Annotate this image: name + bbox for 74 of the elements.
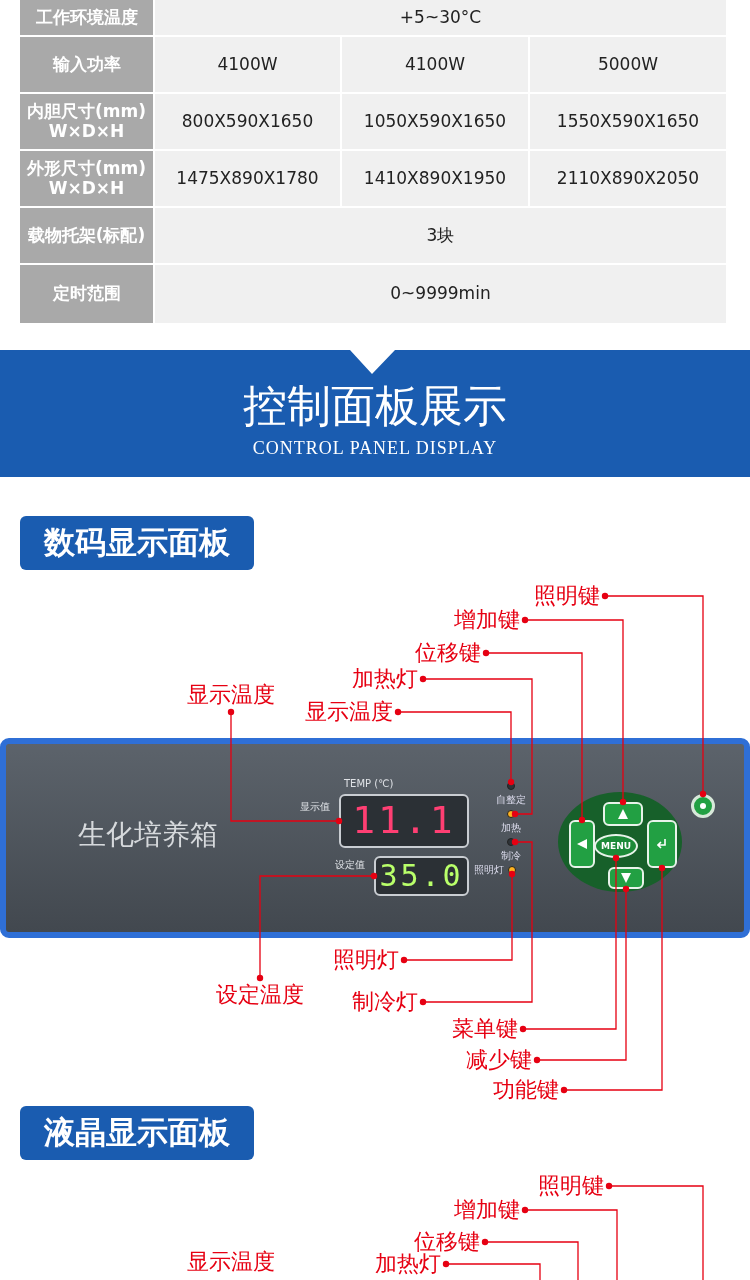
spec-value: 1475X890X1780 <box>155 151 340 206</box>
leader-line <box>605 1182 704 1280</box>
display-caption: 显示值 <box>300 800 330 814</box>
panel-name: 生化培养箱 <box>78 817 218 853</box>
leader-line <box>521 616 627 806</box>
leader-line <box>419 675 533 818</box>
callout-label: 功能键 <box>493 1078 559 1102</box>
digital-display: 35.0 <box>374 856 469 896</box>
section-heading: 数码显示面板 <box>20 516 254 570</box>
callout-label: 增加键 <box>454 1198 520 1222</box>
callout-label: 设定温度 <box>216 983 304 1007</box>
leader-line <box>227 708 343 825</box>
callout-label: 增加键 <box>454 608 520 632</box>
digital-display: 11.1 <box>339 794 469 848</box>
leader-line <box>519 854 620 1033</box>
down-key <box>608 867 644 889</box>
callout-label: 加热灯 <box>352 667 418 691</box>
callout-label: 制冷灯 <box>352 990 418 1014</box>
callout-label: 显示温度 <box>187 1250 275 1274</box>
right-key <box>647 820 677 868</box>
spec-value: 1410X890X1950 <box>342 151 528 206</box>
spec-label: 定时范围 <box>20 265 153 323</box>
leader-line <box>482 649 586 824</box>
light-button <box>691 794 715 818</box>
spec-label: 载物托架(标配) <box>20 208 153 263</box>
control-panel <box>0 738 750 938</box>
indicator-caption: 加热 <box>500 822 522 834</box>
spec-value: 4100W <box>342 37 528 92</box>
spec-value: 1050X590X1650 <box>342 94 528 149</box>
spec-label: 内胆尺寸(mm) W×D×H <box>20 94 153 149</box>
leader-line <box>256 872 378 982</box>
leader-line <box>442 1260 541 1280</box>
leader-line <box>419 838 533 1006</box>
spec-value: 1550X590X1650 <box>530 94 726 149</box>
left-key <box>569 820 595 868</box>
indicator-light <box>508 866 516 874</box>
callout-label: 加热灯 <box>375 1252 441 1276</box>
callout-label: 照明键 <box>538 1174 604 1198</box>
callout-label: 显示温度 <box>305 700 393 724</box>
banner-subtitle: CONTROL PANEL DISPLAY <box>251 436 499 460</box>
leader-line <box>481 1238 579 1280</box>
indicator-light <box>507 782 515 790</box>
leader-line <box>394 708 515 786</box>
leader-line <box>533 885 630 1064</box>
leader-line <box>521 1206 618 1280</box>
indicator-caption: 制冷 <box>500 850 522 862</box>
spec-value: +5~30°C <box>155 0 726 35</box>
spec-value: 0~9999min <box>155 265 726 323</box>
spec-value: 3块 <box>155 208 726 263</box>
display-caption: TEMP (℃) <box>344 778 394 789</box>
callout-label: 位移键 <box>415 641 481 665</box>
callout-label: 显示温度 <box>187 683 275 707</box>
spec-value: 2110X890X2050 <box>530 151 726 206</box>
callout-label: 菜单键 <box>452 1017 518 1041</box>
up-key <box>603 802 643 826</box>
callout-label: 减少键 <box>466 1048 532 1072</box>
callout-label: 照明键 <box>534 584 600 608</box>
banner-title: 控制面板展示 <box>242 378 508 433</box>
leader-line <box>400 870 516 964</box>
leader-line <box>560 864 666 1094</box>
callout-label: 照明灯 <box>333 948 399 972</box>
spec-label: 工作环境温度 <box>20 0 153 35</box>
display-caption: 设定值 <box>335 858 365 872</box>
indicator-light <box>507 810 515 818</box>
indicator-caption: 照明灯 <box>473 864 505 876</box>
spec-label: 外形尺寸(mm) W×D×H <box>20 151 153 206</box>
section-heading: 液晶显示面板 <box>20 1106 254 1160</box>
spec-value: 5000W <box>530 37 726 92</box>
spec-value: 800X590X1650 <box>155 94 340 149</box>
indicator-caption: 自整定 <box>495 794 527 806</box>
indicator-light <box>507 838 515 846</box>
spec-value: 4100W <box>155 37 340 92</box>
spec-label: 输入功率 <box>20 37 153 92</box>
leader-line <box>601 592 707 798</box>
